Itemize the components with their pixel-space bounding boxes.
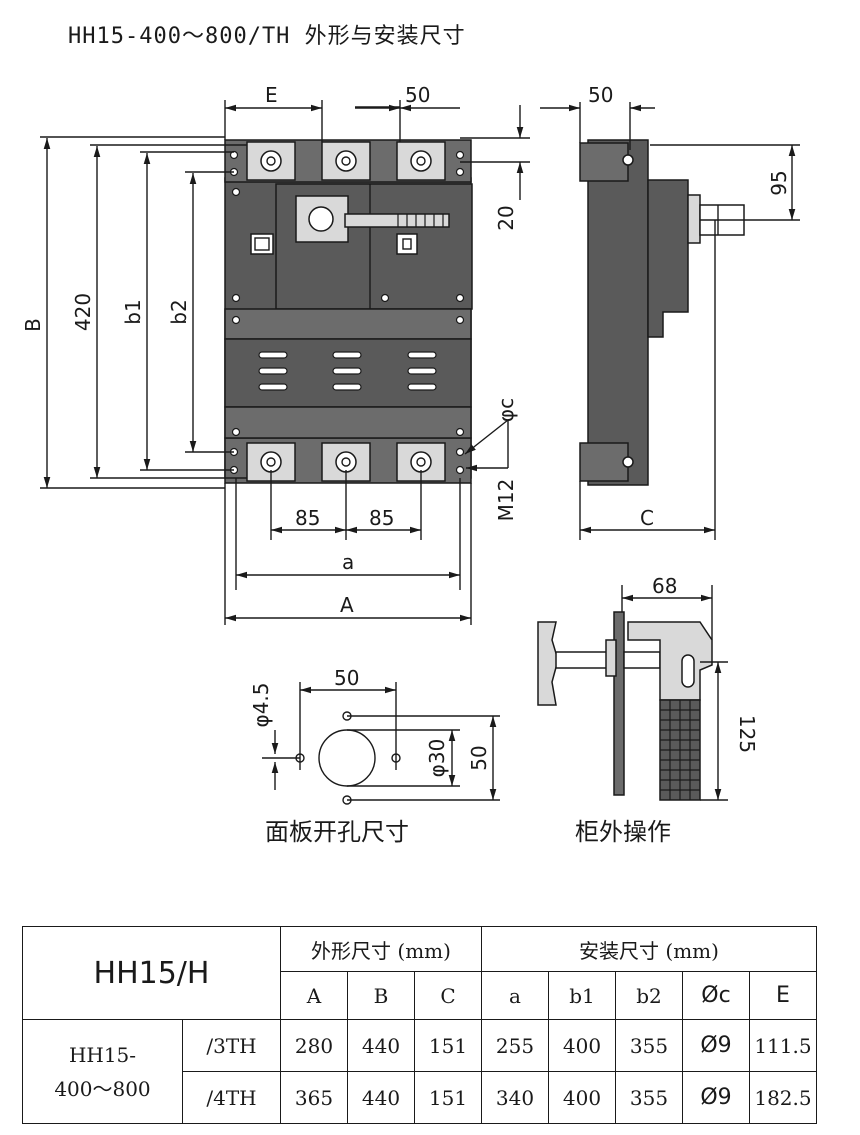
dim-A: A bbox=[340, 593, 354, 617]
col-B: B bbox=[347, 971, 415, 1020]
col-C: C bbox=[414, 971, 482, 1020]
value-cell: 365 bbox=[280, 1071, 348, 1124]
value-cell: 151 bbox=[414, 1071, 482, 1124]
dimension-table: HH15/H 外形尺寸 (mm) 安装尺寸 (mm) A B C a b1 b2… bbox=[22, 926, 817, 1124]
indicator-window-right bbox=[396, 233, 418, 255]
front-view: E 50 B 420 b1 b2 20 φc M12 85 85 a A bbox=[21, 83, 530, 625]
dim-b1: b1 bbox=[121, 299, 145, 324]
col-phic: Øc bbox=[682, 971, 750, 1020]
rotary-handle-bar bbox=[344, 213, 450, 228]
variant-cell: /4TH bbox=[182, 1071, 281, 1124]
value-cell: 400 bbox=[548, 1019, 616, 1072]
value-cell: 340 bbox=[481, 1071, 549, 1124]
value-cell: 182.5 bbox=[749, 1071, 817, 1124]
col-E: E bbox=[749, 971, 817, 1020]
value-cell: 400 bbox=[548, 1071, 616, 1124]
model-name-cell: HH15- 400～800 bbox=[22, 1019, 183, 1124]
dim-85-right: 85 bbox=[369, 506, 394, 530]
col-A: A bbox=[280, 971, 348, 1020]
caption-external-operation: 柜外操作 bbox=[575, 818, 671, 846]
external-operation-view: 68 125 柜外操作 bbox=[537, 574, 759, 846]
value-cell: 151 bbox=[414, 1019, 482, 1072]
value-cell: Ø9 bbox=[682, 1071, 750, 1124]
side-view: 50 95 C bbox=[540, 83, 800, 540]
dim-20: 20 bbox=[494, 205, 518, 230]
panel-door bbox=[613, 611, 625, 796]
dim-B: B bbox=[21, 318, 45, 332]
side-body bbox=[587, 139, 649, 486]
dim-top-50: 50 bbox=[405, 83, 430, 107]
model-header: HH15/H bbox=[22, 926, 281, 1020]
value-cell: Ø9 bbox=[682, 1019, 750, 1072]
dim-E: E bbox=[265, 83, 278, 107]
dim-hole-v50: 50 bbox=[467, 745, 491, 770]
indicator-window-left bbox=[250, 233, 274, 255]
dim-M12: M12 bbox=[494, 479, 518, 522]
value-cell: 440 bbox=[347, 1019, 415, 1072]
value-cell: 111.5 bbox=[749, 1019, 817, 1072]
dim-C: C bbox=[640, 506, 654, 530]
col-a: a bbox=[481, 971, 549, 1020]
value-cell: 440 bbox=[347, 1071, 415, 1124]
dim-side-50: 50 bbox=[588, 83, 613, 107]
value-cell: 355 bbox=[615, 1071, 683, 1124]
dim-b2: b2 bbox=[167, 299, 191, 324]
dim-68: 68 bbox=[652, 574, 677, 598]
dim-125: 125 bbox=[735, 715, 759, 753]
dim-95: 95 bbox=[767, 170, 791, 195]
page-title: HH15-400～800/TH 外形与安装尺寸 bbox=[68, 24, 466, 49]
dim-phic: φc bbox=[494, 398, 518, 422]
col-b1: b1 bbox=[548, 971, 616, 1020]
col-b2: b2 bbox=[615, 971, 683, 1020]
dim-85-left: 85 bbox=[295, 506, 320, 530]
cover-band bbox=[224, 308, 472, 340]
variant-cell: /3TH bbox=[182, 1019, 281, 1072]
value-cell: 355 bbox=[615, 1019, 683, 1072]
value-cell: 255 bbox=[481, 1019, 549, 1072]
value-cell: 280 bbox=[280, 1019, 348, 1072]
dim-hole-50: 50 bbox=[334, 666, 359, 690]
panel-cutout-view: 50 φ4.5 φ30 50 面板开孔尺寸 bbox=[249, 666, 500, 846]
cutout-center-hole bbox=[318, 729, 376, 787]
dim-phi45: φ4.5 bbox=[249, 683, 273, 728]
dim-a: a bbox=[342, 550, 354, 574]
group-outline-header: 外形尺寸 (mm) bbox=[280, 926, 482, 972]
dim-420: 420 bbox=[71, 293, 95, 331]
table-row: /4TH 365 440 151 340 400 355 Ø9 182.5 bbox=[23, 1071, 817, 1124]
table-row: HH15- 400～800 /3TH 280 440 151 255 400 3… bbox=[22, 1019, 817, 1124]
group-install-header: 安装尺寸 (mm) bbox=[481, 926, 817, 972]
dim-phi30: φ30 bbox=[425, 739, 449, 778]
lower-band bbox=[224, 406, 472, 439]
caption-panel-cutout: 面板开孔尺寸 bbox=[265, 818, 409, 846]
technical-drawing: E 50 B 420 b1 b2 20 φc M12 85 85 a A bbox=[21, 83, 800, 846]
